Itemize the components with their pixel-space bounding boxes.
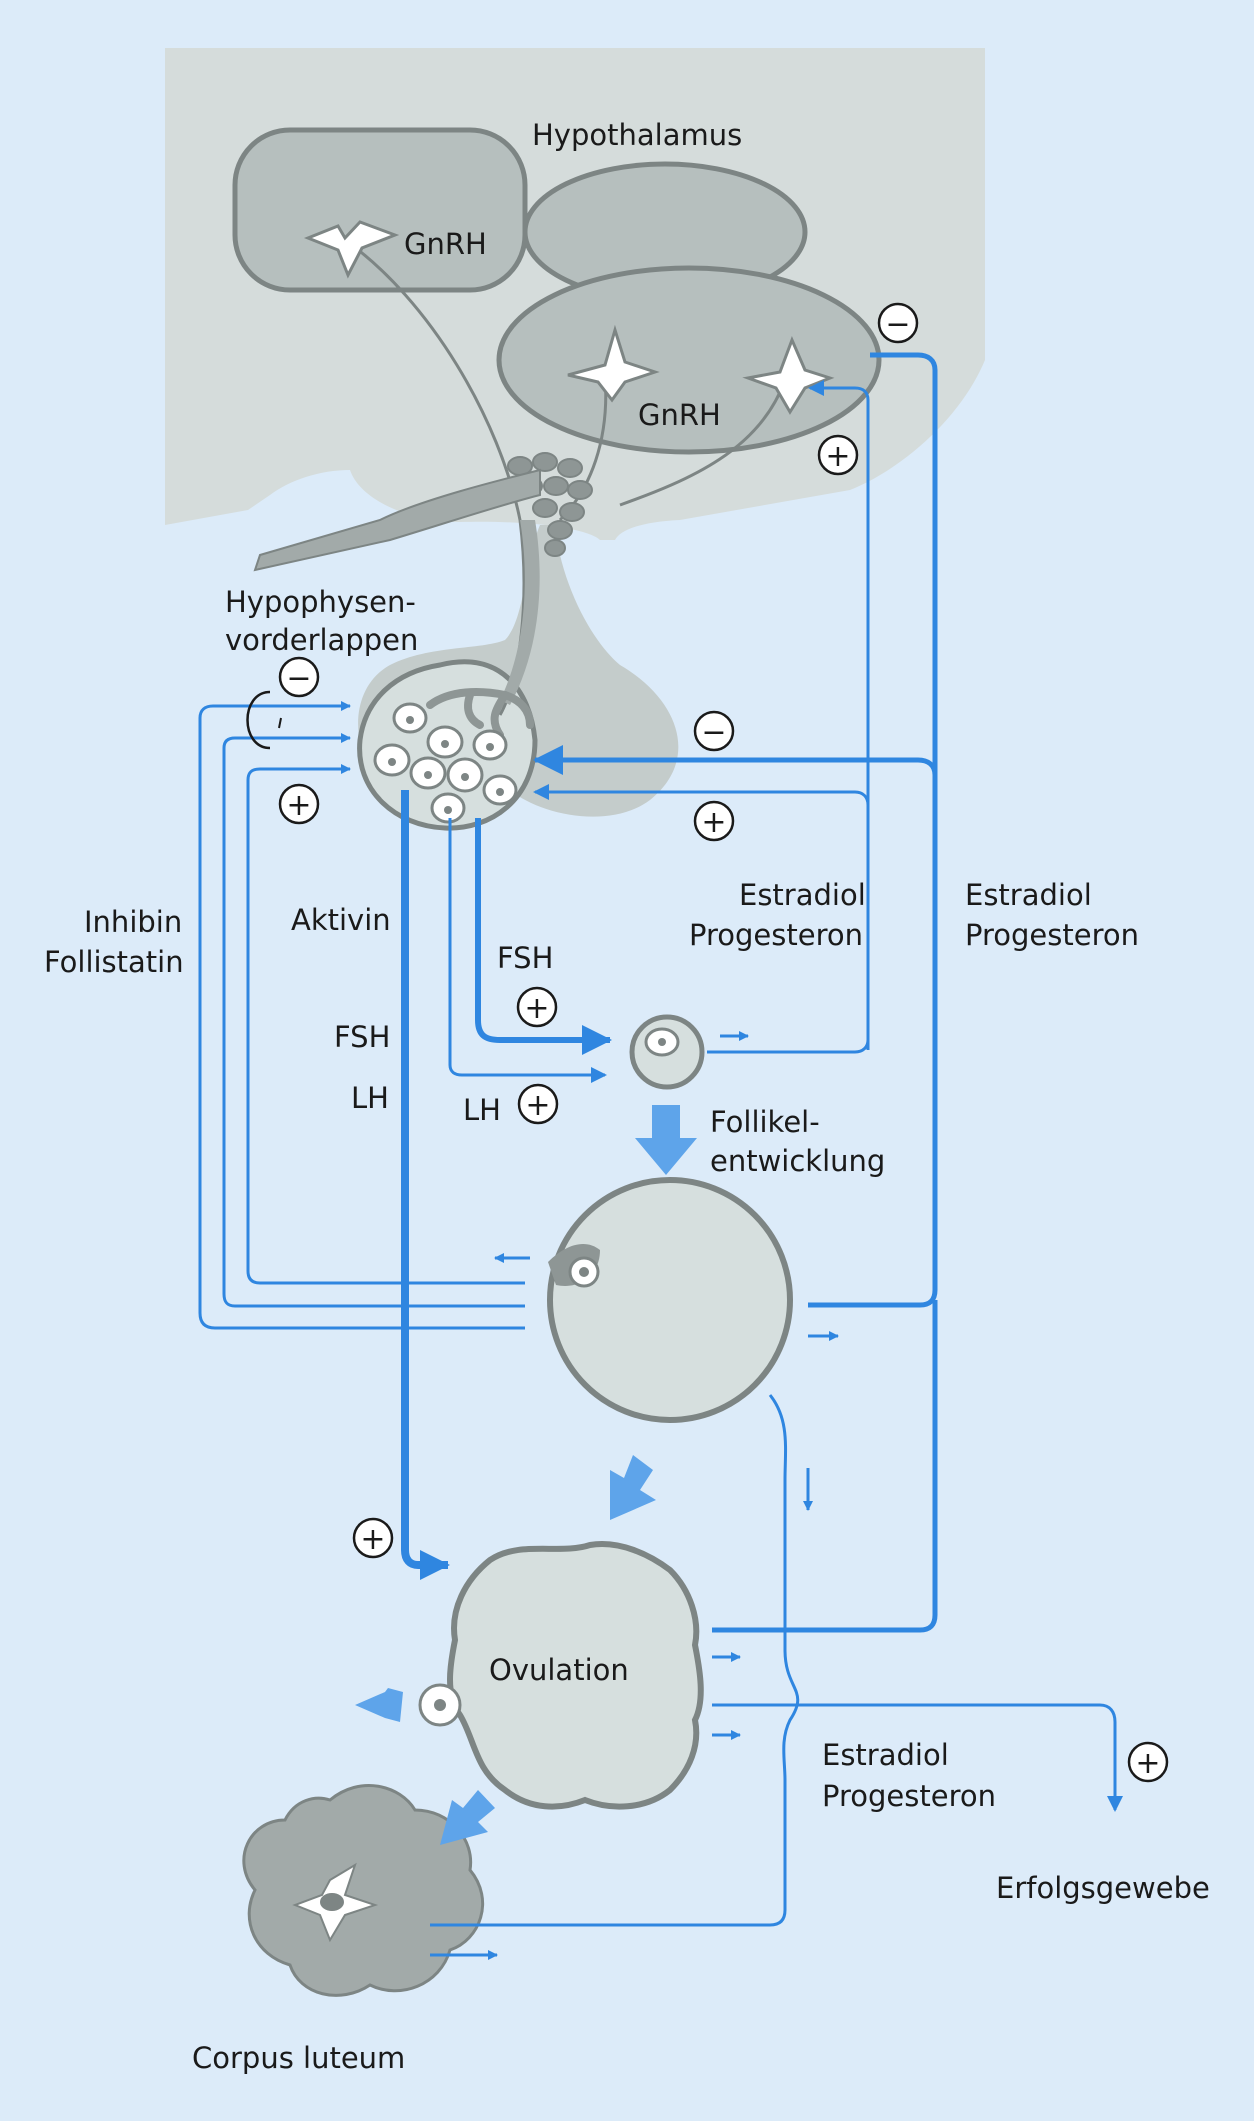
nucleus-left [232,127,528,293]
corpus-luteum-nucleus [320,1893,344,1911]
inhibin-bar [278,717,282,729]
label-erfolgsgewebe: Erfolgsgewebe [996,1871,1210,1905]
ovulation-feedback [712,1300,938,1633]
label-hypothalamus: Hypothalamus [532,118,742,152]
vessel-stalk [253,468,541,572]
plus-sign: + [1135,1746,1160,1781]
star-neuron-icon [567,324,660,403]
nucleus-right [496,265,882,455]
follicle-oocyte-nucleus [579,1267,589,1277]
label-progesteron: Progesteron [689,918,863,952]
label-lh: LH [351,1081,389,1115]
plus-sign: + [286,788,311,823]
star-neuron-icon [303,220,400,279]
label-follistatin: Follistatin [44,945,184,979]
label-follikel: Follikel- [710,1105,820,1139]
label-progesteron: Progesteron [965,918,1139,952]
sign-circles [278,302,1169,1783]
label-aktivin: Aktivin [291,903,391,937]
plus-sign: + [524,991,549,1026]
secretion-arrows [430,1031,839,1960]
cell-nuclei [388,716,504,814]
minus-sign: − [701,715,726,750]
minus-sign: − [286,661,311,696]
minus-sign: − [885,307,910,342]
pituitary-cells [373,702,518,824]
label-vorderlappen: vorderlappen [225,623,418,657]
label-hypophysen: Hypophysen- [225,585,416,619]
large-follicle-feedback [533,352,938,1308]
fsh-lh-arrows [448,818,612,1083]
released-oocyte-nucleus [434,1699,446,1711]
plus-sign: + [825,439,850,474]
progression-arrows [355,1105,697,1845]
stalk-stem [500,520,540,705]
label-gnrh: GnRH [404,227,487,261]
feedback-arrows-left [198,701,525,1330]
label-gnrh: GnRH [638,398,721,432]
oocyte-nucleus [658,1038,666,1046]
large-follicle [547,1177,793,1423]
target-tissue-lines [430,1394,1123,1927]
label-corpus-luteum: Corpus luteum [192,2041,405,2075]
small-follicle-feedback [533,380,870,1054]
plus-sign: + [701,805,726,840]
star-neuron-icon [742,335,835,415]
label-estradiol: Estradiol [822,1738,949,1772]
label-progesteron: Progesteron [822,1779,996,1813]
label-inhibin: Inhibin [84,905,182,939]
plus-sign: + [525,1088,550,1123]
label-fsh: FSH [497,941,553,975]
lh-surge-arrow [401,790,450,1580]
inhibin-bracket [246,690,271,750]
corpus-luteum [242,1784,485,1997]
label-fsh: FSH [334,1020,390,1054]
label-lh: LH [463,1093,501,1127]
label-estradiol: Estradiol [965,878,1092,912]
plus-sign: + [360,1522,385,1557]
label-ovulation: Ovulation [489,1653,629,1687]
label-entwicklung: entwicklung [710,1144,885,1178]
label-estradiol: Estradiol [739,878,866,912]
